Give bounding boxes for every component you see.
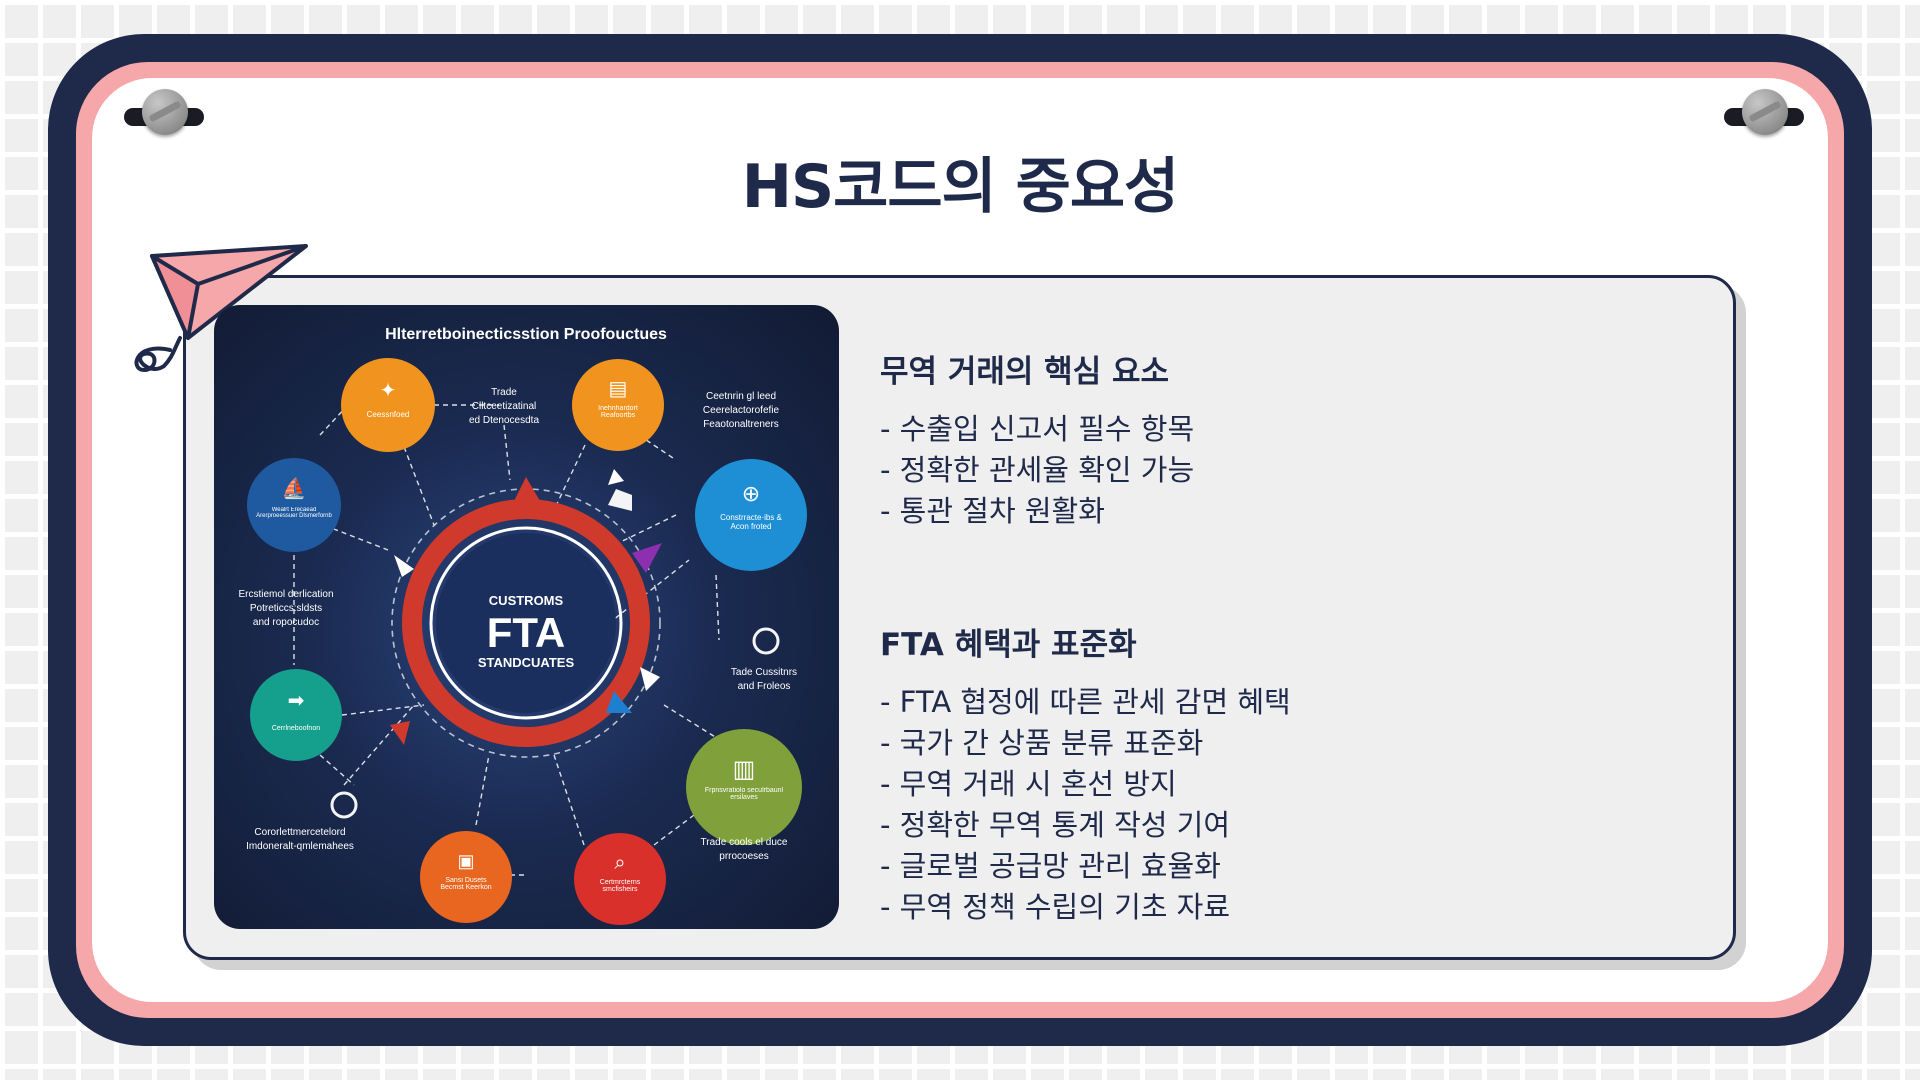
slide-title: HS코드의 중요성 — [741, 152, 1180, 222]
node-truck: ➡ Cerrlneboofnon — [250, 669, 342, 761]
small-icons — [330, 489, 780, 819]
list-item: - 통관 절차 원활화 — [880, 494, 1105, 528]
globe-icon: ⊕ — [742, 481, 760, 506]
svg-text:Ercstiemol derlication: Ercstiemol derlication — [238, 589, 333, 600]
list-item: - 정확한 관세율 확인 가능 — [880, 453, 1195, 487]
infographic-header: Hlterretboinecticsstion Proofouctues — [385, 326, 667, 343]
svg-text:Ceessnfoed: Ceessnfoed — [367, 410, 410, 419]
node-briefcase: ▣ Sansi Dusets Becmst Keerkon — [420, 831, 512, 923]
svg-text:Potreticcs:sldsts: Potreticcs:sldsts — [250, 603, 322, 614]
svg-text:Clltceetizatinal: Clltceetizatinal — [472, 401, 536, 412]
svg-text:Cororlettmercetelord: Cororlettmercetelord — [254, 827, 345, 838]
list-item: - 국가 간 상품 분류 표준화 — [880, 726, 1204, 760]
list-item: - 무역 거래 시 혼선 방지 — [880, 767, 1177, 801]
svg-text:Cerrlneboofnon: Cerrlneboofnon — [272, 725, 320, 732]
node-globe: ⊕ Constrracte·ibs & Acon froted — [695, 459, 807, 571]
ship-icon: ⛵ — [282, 476, 307, 500]
target-icon — [752, 627, 780, 655]
magnifier-icon: ⌕ — [614, 852, 625, 874]
svg-text:prrocoeses: prrocoeses — [719, 851, 768, 862]
trade-bullet-list: - 수출입 신고서 필수 항목 - 정확한 관세율 확인 가능 - 통관 절차 … — [880, 409, 1194, 532]
truck-icon: ➡ — [288, 690, 305, 712]
section-heading-trade: 무역 거래의 핵심 요소 — [880, 354, 1170, 390]
list-item: - FTA 협정에 따른 관세 감면 혜택 — [880, 685, 1291, 719]
clipboard-icon: ▥ — [733, 756, 756, 783]
svg-text:ed Dtenocesdta: ed Dtenocesdta — [469, 415, 539, 426]
center-label-main: FTA — [487, 609, 566, 656]
node-ship: ⛵ Wealrt Erecaead Arerproeessuer Dlsmerf… — [247, 458, 341, 552]
pin-icon — [124, 89, 204, 135]
svg-text:Feaotonaltreners: Feaotonaltreners — [703, 419, 779, 430]
svg-text:Ceerelactorofefie: Ceerelactorofefie — [703, 405, 780, 416]
list-item: - 글로벌 공급망 관리 효율화 — [880, 849, 1221, 883]
fta-bullet-list: - FTA 협정에 따른 관세 감면 혜택 - 국가 간 상품 분류 표준화 -… — [880, 682, 1291, 928]
document-icon: ▤ — [609, 378, 628, 400]
svg-text:and ropocudoc: and ropocudoc — [253, 617, 319, 628]
svg-text:Imdoneralt-qmlemahees: Imdoneralt-qmlemahees — [246, 841, 354, 852]
svg-text:Tade Cussitnrs: Tade Cussitnrs — [731, 667, 797, 678]
svg-text:and Froleos: and Froleos — [738, 681, 791, 692]
section-heading-fta: FTA 혜택과 표준화 — [880, 627, 1137, 663]
svg-text:Ceetnrin gl leed: Ceetnrin gl leed — [706, 391, 776, 402]
briefcase-icon: ▣ — [457, 851, 474, 871]
fta-infographic: Hlterretboinecticsstion Proofouctues — [214, 305, 839, 929]
node-handshake: ✦ Ceessnfoed — [341, 358, 435, 452]
svg-text:Trade: Trade — [491, 387, 517, 398]
target-icon — [330, 791, 358, 819]
list-item: - 수출입 신고서 필수 항목 — [880, 412, 1195, 446]
list-item: - 정확한 무역 통계 작성 기여 — [880, 808, 1231, 842]
paper-plane-icon — [134, 244, 308, 373]
pin-icon — [1724, 89, 1804, 135]
node-document: ▤ Inehnhardort Reafoortbs — [572, 359, 664, 451]
handshake-icon: ✦ — [380, 380, 397, 402]
node-clipboard: ▥ Frpnsvratiolo seculrbaunl ersilaves — [686, 729, 802, 845]
svg-text:Trade cools el duce: Trade cools el duce — [701, 837, 788, 848]
node-magnifier: ⌕ Certmrcterns smcfisheirs — [574, 833, 666, 925]
list-item: - 무역 정책 수립의 기초 자료 — [880, 890, 1231, 924]
box-icon — [608, 489, 632, 511]
center-label-top: CUSTROMS — [489, 593, 564, 608]
center-label-bottom: STANDCUATES — [478, 655, 575, 670]
